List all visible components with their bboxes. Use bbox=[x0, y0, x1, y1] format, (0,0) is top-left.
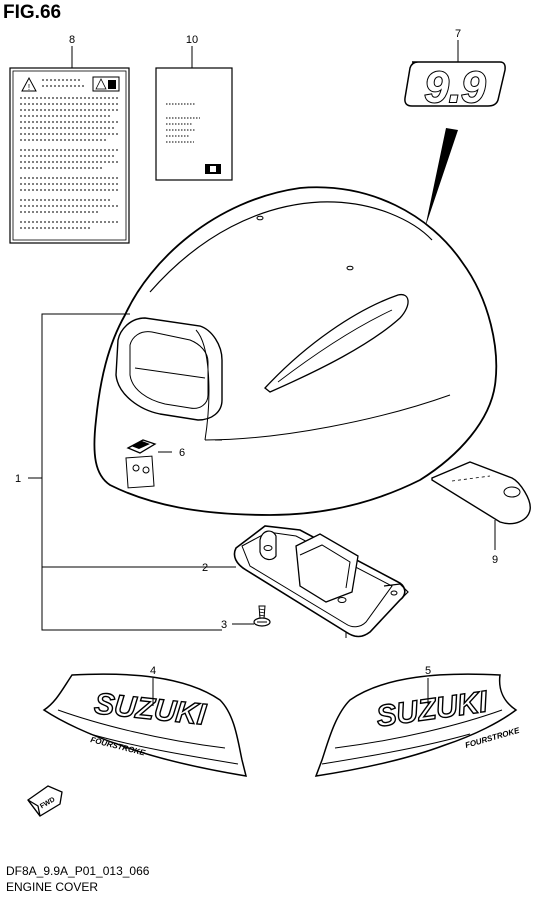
manual-icon bbox=[92, 76, 120, 92]
forward-direction-arrow: FWD bbox=[27, 785, 63, 817]
emblem-pointer bbox=[425, 128, 458, 228]
callout-9: 9 bbox=[492, 554, 498, 566]
model-emblem-part-7: 9.9 bbox=[404, 61, 506, 113]
callout-5: 5 bbox=[425, 665, 431, 677]
side-decal-left-part-4: SUZUKI FOURSTROKE bbox=[42, 673, 248, 777]
s-mark-emblem-part-6 bbox=[126, 439, 157, 454]
callout-1: 1 bbox=[15, 473, 21, 485]
side-decal-right-part-5: SUZUKI FOURSTROKE bbox=[314, 673, 521, 777]
warning-triangle-icon: ! bbox=[21, 76, 37, 92]
callout-2: 2 bbox=[202, 562, 208, 574]
caution-label-part-8: ! bbox=[9, 67, 130, 244]
callout-numbers: 8 10 7 1 6 9 2 3 4 5 bbox=[15, 28, 498, 677]
leader-lines bbox=[28, 40, 496, 706]
front-handle-part-2 bbox=[233, 525, 409, 638]
callout-10: 10 bbox=[186, 34, 198, 46]
seal-sheet-part-9 bbox=[431, 461, 531, 525]
figure-title: FIG.66 bbox=[3, 2, 62, 23]
callout-6: 6 bbox=[179, 447, 185, 459]
figure-name: ENGINE COVER bbox=[6, 880, 99, 894]
emblem-text: 9.9 bbox=[424, 63, 486, 112]
callout-8: 8 bbox=[69, 34, 75, 46]
callout-3: 3 bbox=[221, 619, 227, 631]
owners-manual-part-10 bbox=[155, 67, 233, 181]
engine-cover-part-1 bbox=[93, 186, 498, 516]
callout-7: 7 bbox=[455, 28, 461, 40]
drawing-code: DF8A_9.9A_P01_013_066 bbox=[6, 864, 150, 878]
screw-part-3 bbox=[253, 605, 271, 627]
svg-text:!: ! bbox=[28, 83, 30, 92]
callout-4: 4 bbox=[150, 665, 156, 677]
